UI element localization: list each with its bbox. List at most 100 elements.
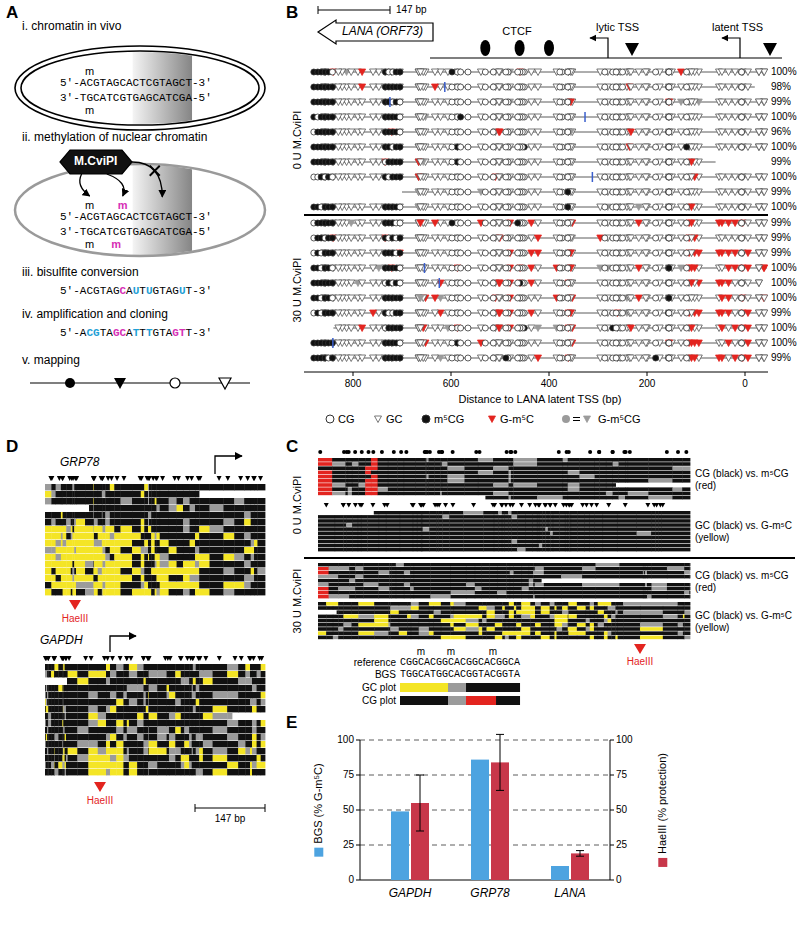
graphic	[465, 340, 471, 346]
graphic	[503, 340, 509, 346]
graphic	[503, 295, 509, 301]
graphic	[482, 159, 488, 165]
graphic	[666, 355, 672, 361]
graphic	[503, 159, 509, 165]
graphic	[490, 220, 496, 226]
graphic	[565, 144, 571, 150]
graphic	[739, 204, 745, 210]
graphic	[684, 295, 690, 301]
graphic	[590, 38, 608, 58]
graphic	[465, 355, 471, 361]
graphic	[684, 310, 690, 316]
graphic	[666, 220, 672, 226]
graphic	[739, 144, 745, 150]
graphic	[490, 250, 496, 256]
graphic	[465, 325, 471, 331]
graphic	[482, 174, 488, 180]
graphic	[602, 235, 608, 241]
graphic	[620, 114, 626, 120]
graphic	[613, 220, 619, 226]
graphic	[620, 355, 626, 361]
graphic	[613, 204, 619, 210]
graphic	[739, 129, 745, 135]
graphic	[602, 265, 608, 271]
graphic	[653, 129, 659, 135]
graphic	[684, 99, 690, 105]
graphic	[557, 69, 563, 75]
graphic	[565, 355, 571, 361]
graphic	[557, 235, 563, 241]
graphic	[666, 280, 672, 286]
graphic	[515, 325, 521, 331]
graphic	[557, 189, 563, 195]
graphic	[490, 144, 496, 150]
graphic	[565, 280, 571, 286]
graphic	[458, 204, 464, 210]
graphic	[458, 265, 464, 271]
graphic	[367, 450, 371, 454]
graphic	[602, 250, 608, 256]
graphic	[557, 84, 563, 90]
graphic	[557, 159, 563, 165]
graphic	[428, 450, 432, 454]
graphic	[449, 159, 455, 165]
graphic	[480, 40, 490, 56]
graphic	[653, 220, 659, 226]
graphic	[613, 265, 619, 271]
graphic	[465, 250, 471, 256]
graphic	[482, 310, 488, 316]
graphic	[490, 355, 496, 361]
graphic	[490, 325, 496, 331]
graphic	[515, 40, 525, 56]
graphic	[65, 378, 75, 388]
graphic	[449, 250, 455, 256]
graphic	[602, 159, 608, 165]
graphic	[490, 189, 496, 195]
graphic	[449, 189, 455, 195]
graphic	[739, 340, 745, 346]
graphic	[565, 250, 571, 256]
graphic	[392, 450, 396, 454]
graphic	[602, 114, 608, 120]
graphic	[482, 144, 488, 150]
graphic	[515, 114, 521, 120]
graphic	[341, 503, 346, 508]
graphic	[329, 69, 335, 75]
graphic	[557, 129, 563, 135]
graphic	[360, 450, 364, 454]
graphic	[397, 129, 403, 135]
graphic	[449, 220, 455, 226]
graphic	[515, 340, 521, 346]
graphic	[329, 84, 335, 90]
graphic	[329, 99, 335, 105]
graphic	[653, 69, 659, 75]
graphic	[666, 189, 672, 195]
graphic	[739, 295, 745, 301]
graphic	[449, 144, 455, 150]
graphic	[684, 340, 690, 346]
graphic	[602, 69, 608, 75]
graphic	[503, 144, 509, 150]
graphic	[620, 280, 626, 286]
graphic	[557, 295, 563, 301]
graphic	[565, 174, 571, 180]
graphic	[763, 43, 777, 56]
graphic	[465, 204, 471, 210]
graphic	[515, 310, 521, 316]
graphic	[490, 99, 496, 105]
graphic	[482, 235, 488, 241]
graphic	[465, 114, 471, 120]
graphic	[329, 129, 335, 135]
graphic	[329, 114, 335, 120]
graphic	[653, 340, 659, 346]
graphic	[565, 99, 571, 105]
graphic	[565, 295, 571, 301]
graphic	[666, 250, 672, 256]
graphic	[465, 129, 471, 135]
graphic	[449, 340, 455, 346]
graphic	[557, 144, 563, 150]
graphic	[565, 129, 571, 135]
graphic	[544, 40, 554, 56]
graphic	[107, 174, 124, 196]
graphic	[666, 159, 672, 165]
